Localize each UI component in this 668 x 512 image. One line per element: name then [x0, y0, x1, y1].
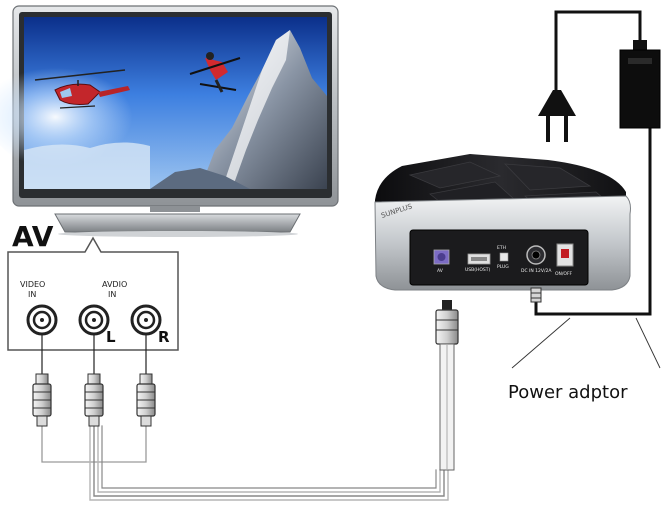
- rca-plug-audio-right: [136, 373, 156, 427]
- dc-in-port[interactable]: [526, 245, 546, 265]
- usb-port-label: USB(HOST): [465, 267, 491, 273]
- rca-plug-audio-left: [84, 373, 104, 427]
- audio-in-label-1: AVDIO: [102, 280, 127, 289]
- power-adaptor-label: Power adptor: [508, 382, 628, 403]
- power-adaptor-brick: [619, 40, 661, 129]
- power-cable: [534, 10, 652, 316]
- dc-plug: [530, 287, 542, 303]
- rca-plug-video: [32, 373, 52, 427]
- dc-in-label: DC IN 12V/2A: [521, 268, 552, 274]
- tv-screen: [0, 17, 327, 189]
- audio-left-label: L: [106, 328, 116, 346]
- video-in-label-2: IN: [28, 290, 36, 299]
- device-back-panel: [409, 229, 589, 286]
- rca-cable-bundle: [41, 333, 449, 501]
- video-in-label-1: VIDEO: [20, 280, 45, 289]
- skier-graphic: [189, 52, 241, 93]
- eth-port[interactable]: [499, 252, 509, 262]
- av-mini-plug: [435, 300, 459, 471]
- helicopter-graphic: [34, 69, 130, 109]
- av-port-label: AV: [437, 268, 444, 274]
- wall-plug-icon: [538, 90, 576, 142]
- tv-stand: [54, 213, 301, 233]
- av-label: AV: [12, 220, 54, 253]
- mountain: [200, 30, 327, 189]
- av-input-panel: AV VIDEO IN AVDIO IN L R: [7, 220, 179, 351]
- power-switch-label: ON/OFF: [555, 271, 573, 277]
- audio-left-jack[interactable]: [78, 304, 110, 336]
- eth-port-label-top: ETH: [497, 245, 506, 251]
- usb-port[interactable]: [467, 253, 491, 265]
- audio-right-jack[interactable]: [130, 304, 162, 336]
- power-adaptor-callout-lines: [511, 317, 661, 369]
- audio-in-label-2: IN: [108, 290, 116, 299]
- power-switch[interactable]: [556, 243, 574, 267]
- video-in-jack[interactable]: [26, 304, 58, 336]
- audio-right-label: R: [158, 328, 170, 346]
- av-port[interactable]: [433, 249, 450, 265]
- eth-port-label-bottom: PLUG: [497, 264, 509, 270]
- media-player-device: SUNPLUS AV USB(HOST) ETH PLUG DC IN 12V/…: [374, 154, 631, 291]
- television: [0, 5, 339, 237]
